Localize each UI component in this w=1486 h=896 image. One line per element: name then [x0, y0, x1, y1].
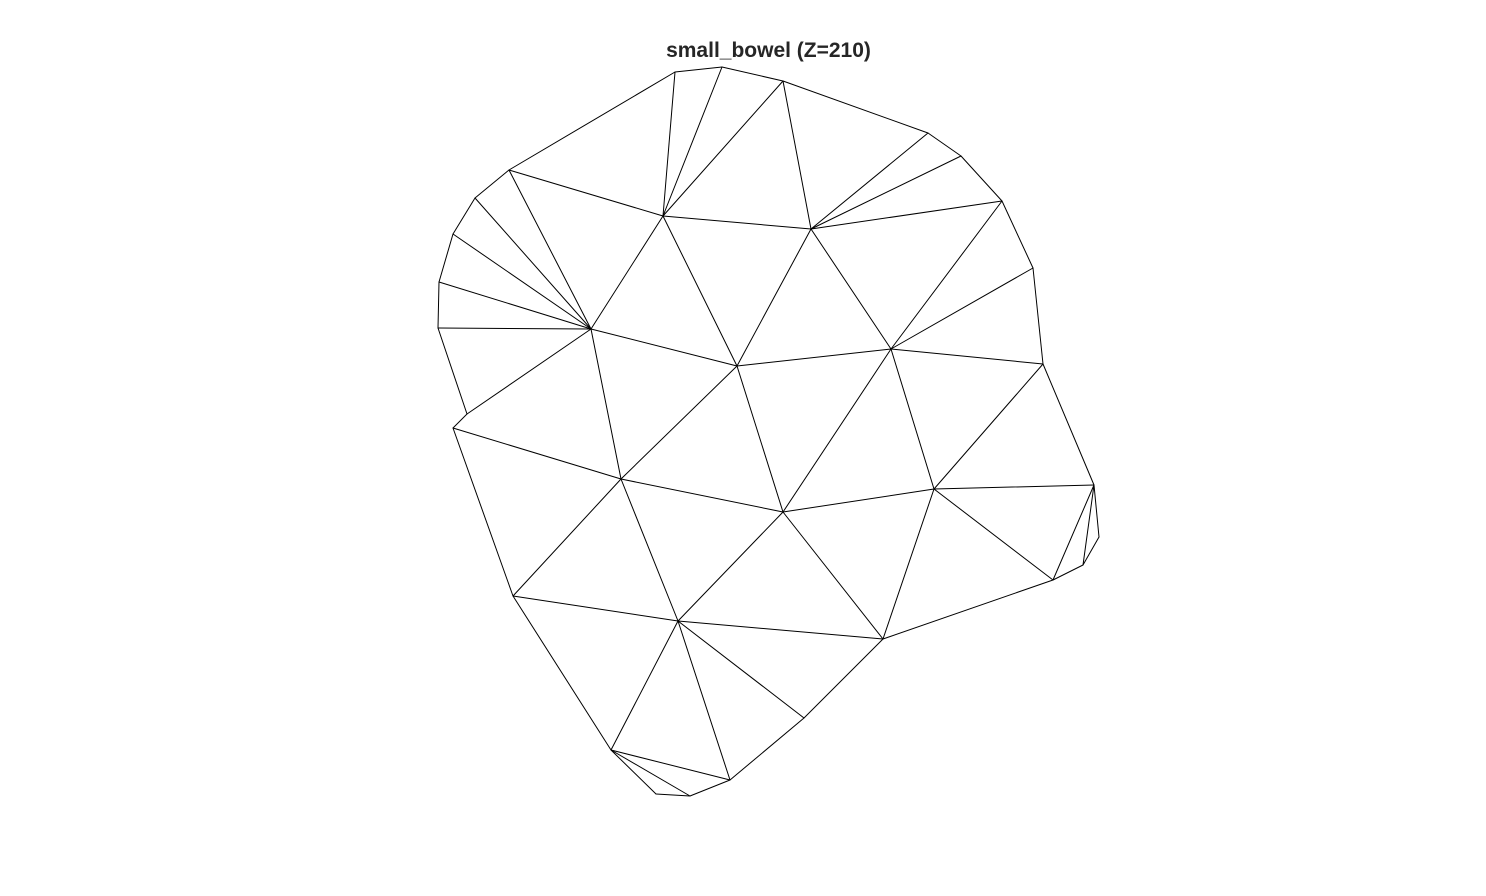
mesh-edge	[782, 348, 892, 513]
mesh-edge	[677, 620, 884, 640]
mesh-edge	[662, 215, 738, 367]
mesh-edge	[1082, 484, 1095, 566]
mesh-edge	[689, 779, 731, 797]
mesh-edge	[452, 427, 514, 597]
mesh-edge	[452, 233, 592, 330]
mesh-edge	[437, 327, 468, 415]
mesh-edge	[674, 66, 723, 73]
mesh-edge	[1032, 267, 1044, 365]
mesh-edge	[610, 749, 691, 797]
mesh-edge	[590, 328, 622, 480]
mesh-edge	[620, 478, 784, 513]
mesh-edge	[927, 132, 962, 157]
mesh-edge	[677, 511, 784, 622]
mesh-edge	[736, 365, 784, 513]
mesh-edge	[474, 197, 592, 330]
mesh-edge	[452, 427, 622, 480]
mesh-edge	[810, 228, 892, 350]
mesh-edge	[508, 169, 592, 330]
mesh-edge	[1052, 484, 1095, 581]
mesh-edge	[437, 327, 592, 330]
mesh-edge	[890, 348, 1044, 365]
mesh-edge	[466, 328, 592, 415]
mesh-edge	[662, 66, 723, 217]
mesh-edges	[437, 66, 1100, 797]
mesh-edge	[508, 71, 676, 171]
mesh-edge	[438, 233, 454, 283]
mesh-edge	[933, 484, 1095, 490]
mesh-edge	[890, 348, 935, 490]
mesh-edge	[590, 215, 664, 330]
mesh-edge	[782, 80, 812, 230]
mesh-edge	[721, 66, 784, 82]
mesh-edge	[1093, 484, 1100, 538]
mesh-edge	[677, 620, 805, 719]
mesh-edge	[512, 478, 622, 597]
mesh-edge	[662, 215, 812, 230]
mesh-edge	[1042, 363, 1095, 486]
mesh-edge	[782, 80, 929, 134]
mesh-edge	[590, 328, 738, 367]
mesh-edge	[1052, 564, 1084, 581]
mesh-edge	[610, 620, 679, 751]
mesh-edge	[810, 132, 929, 230]
mesh-edge	[655, 793, 691, 797]
mesh-edge	[782, 511, 884, 640]
mesh-edge	[803, 638, 884, 719]
mesh-edge	[890, 200, 1003, 350]
mesh-edge	[452, 197, 476, 235]
mesh-edge	[729, 717, 805, 781]
mesh-edge	[882, 488, 935, 640]
mesh-edge	[508, 169, 664, 217]
mesh-edge	[1082, 536, 1100, 566]
plot-title: small_bowel (Z=210)	[666, 39, 871, 62]
mesh-edge	[474, 169, 510, 199]
mesh-edge	[620, 365, 738, 480]
mesh-edge	[782, 488, 935, 513]
mesh-edge	[933, 488, 1054, 581]
mesh-edge	[662, 71, 676, 217]
mesh-edge	[890, 267, 1034, 350]
mesh-edge	[610, 749, 657, 795]
mesh-edge	[810, 155, 962, 230]
mesh-edge	[512, 595, 612, 751]
mesh-edge	[438, 281, 592, 330]
mesh-edge	[736, 348, 892, 367]
mesh-edge	[810, 200, 1003, 230]
mesh-edge	[1001, 200, 1034, 269]
mesh-edge	[610, 749, 731, 781]
mesh-edge	[452, 413, 468, 429]
mesh-edge	[512, 595, 679, 622]
mesh-edge	[736, 228, 812, 367]
mesh-edge	[620, 478, 679, 622]
mesh-edge	[662, 80, 784, 217]
mesh-edge	[882, 579, 1054, 640]
mesh-edge	[437, 281, 440, 329]
mesh-edge	[960, 155, 1003, 202]
mesh-edge	[677, 620, 731, 781]
mesh-edge	[933, 363, 1044, 490]
